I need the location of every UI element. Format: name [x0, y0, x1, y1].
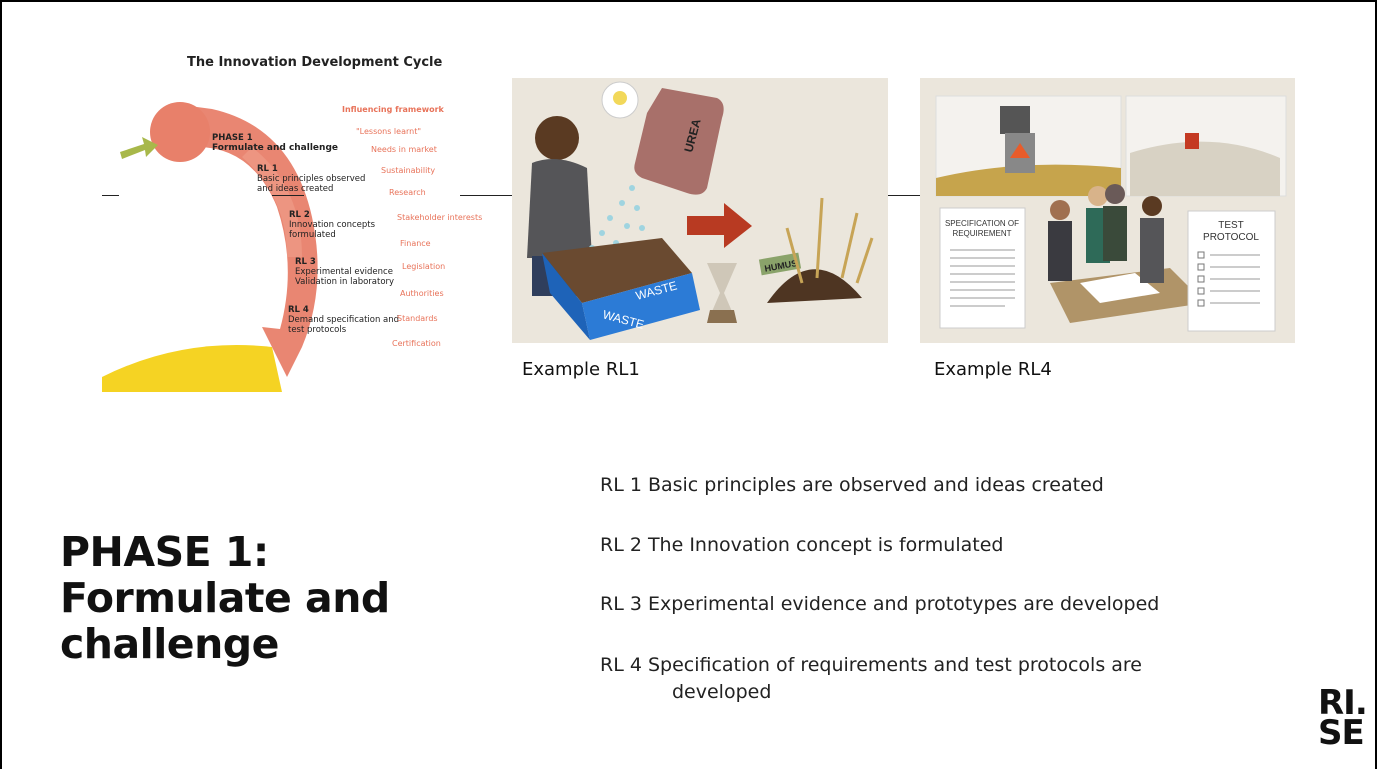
specification-document [939, 207, 1026, 329]
rl-list-item: RL 2 The Innovation concept is formulate… [600, 534, 1004, 556]
framework-item: Certification [392, 339, 441, 348]
connector-line [102, 195, 119, 196]
framework-item: Stakeholder interests [397, 213, 483, 222]
cycle-arrows [102, 102, 318, 392]
rl-list-item: RL 1 Basic principles are observed and i… [600, 474, 1104, 496]
person [1048, 221, 1072, 281]
rl-list-item: RL 3 Experimental evidence and prototype… [600, 593, 1160, 615]
framework-item: Finance [400, 239, 431, 248]
cycle-title: The Innovation Development Cycle [187, 55, 443, 70]
framework-item: Standards [397, 314, 438, 323]
person [1140, 218, 1164, 283]
example-rl4-caption: Example RL4 [934, 359, 1052, 380]
test-title-1: TEST [1218, 220, 1244, 231]
framework-item: Legislation [402, 262, 446, 271]
urea-jug [634, 88, 724, 195]
example-rl4-illustration: SPECIFICATION OF REQUIREMENT TEST PROTOC… [920, 78, 1295, 343]
person-head [535, 116, 579, 160]
waste-box [582, 273, 700, 340]
example-rl1-illustration: UREA WASTE WASTE HUMUS [512, 78, 888, 343]
start-circle [150, 102, 210, 162]
connector-line [272, 195, 304, 196]
test-title-2: PROTOCOL [1203, 232, 1259, 243]
hazard-icon [1010, 143, 1030, 158]
spec-title-2: REQUIREMENT [952, 229, 1011, 238]
framework-heading: Influencing framework [342, 105, 444, 114]
phase-heading-line: Formulate and [60, 574, 390, 622]
connector-line [460, 195, 512, 196]
innovation-cycle-diagram: The Innovation Development Cycle PHASE 1… [102, 47, 502, 397]
spec-title-1: SPECIFICATION OF [945, 219, 1019, 228]
phase-heading-line: PHASE 1: [60, 528, 269, 576]
framework-item: Research [389, 188, 426, 197]
wheat-icon [785, 197, 874, 284]
red-arrow-icon [687, 203, 752, 248]
logo-line: SE [1318, 713, 1365, 753]
phase-heading-line: challenge [60, 620, 279, 668]
humus-pile [767, 269, 862, 303]
cycle-phase-sub: Formulate and challenge [212, 143, 338, 153]
person-body [527, 159, 592, 258]
framework-item: Sustainability [381, 166, 436, 175]
person [1103, 206, 1127, 261]
phase-heading: PHASE 1: Formulate and challenge [60, 529, 390, 667]
rl-list-text: RL 4 Specification of requirements and t… [600, 654, 1142, 676]
framework-item: Needs in market [371, 145, 437, 154]
lightbulb-icon [613, 91, 627, 105]
example-rl1-caption: Example RL1 [522, 359, 640, 380]
framework-item: "Lessons learnt" [356, 127, 422, 136]
cycle-phase-label: PHASE 1 [212, 133, 253, 143]
rise-logo: RI. SE [1318, 683, 1368, 753]
rl-list-continuation: developed [672, 681, 772, 703]
checkbox-icon [1197, 251, 1205, 307]
yellow-arc [102, 345, 282, 392]
green-arrow-icon [120, 137, 158, 159]
rl-list-item: RL 4 Specification of requirements and t… [600, 652, 1142, 706]
logo-line: RI. [1318, 683, 1368, 723]
salmon-arc [177, 107, 318, 377]
test-protocol-document [1187, 210, 1276, 332]
framework-item: Authorities [400, 289, 444, 298]
connector-line [888, 195, 920, 196]
hourglass-icon [707, 263, 737, 323]
